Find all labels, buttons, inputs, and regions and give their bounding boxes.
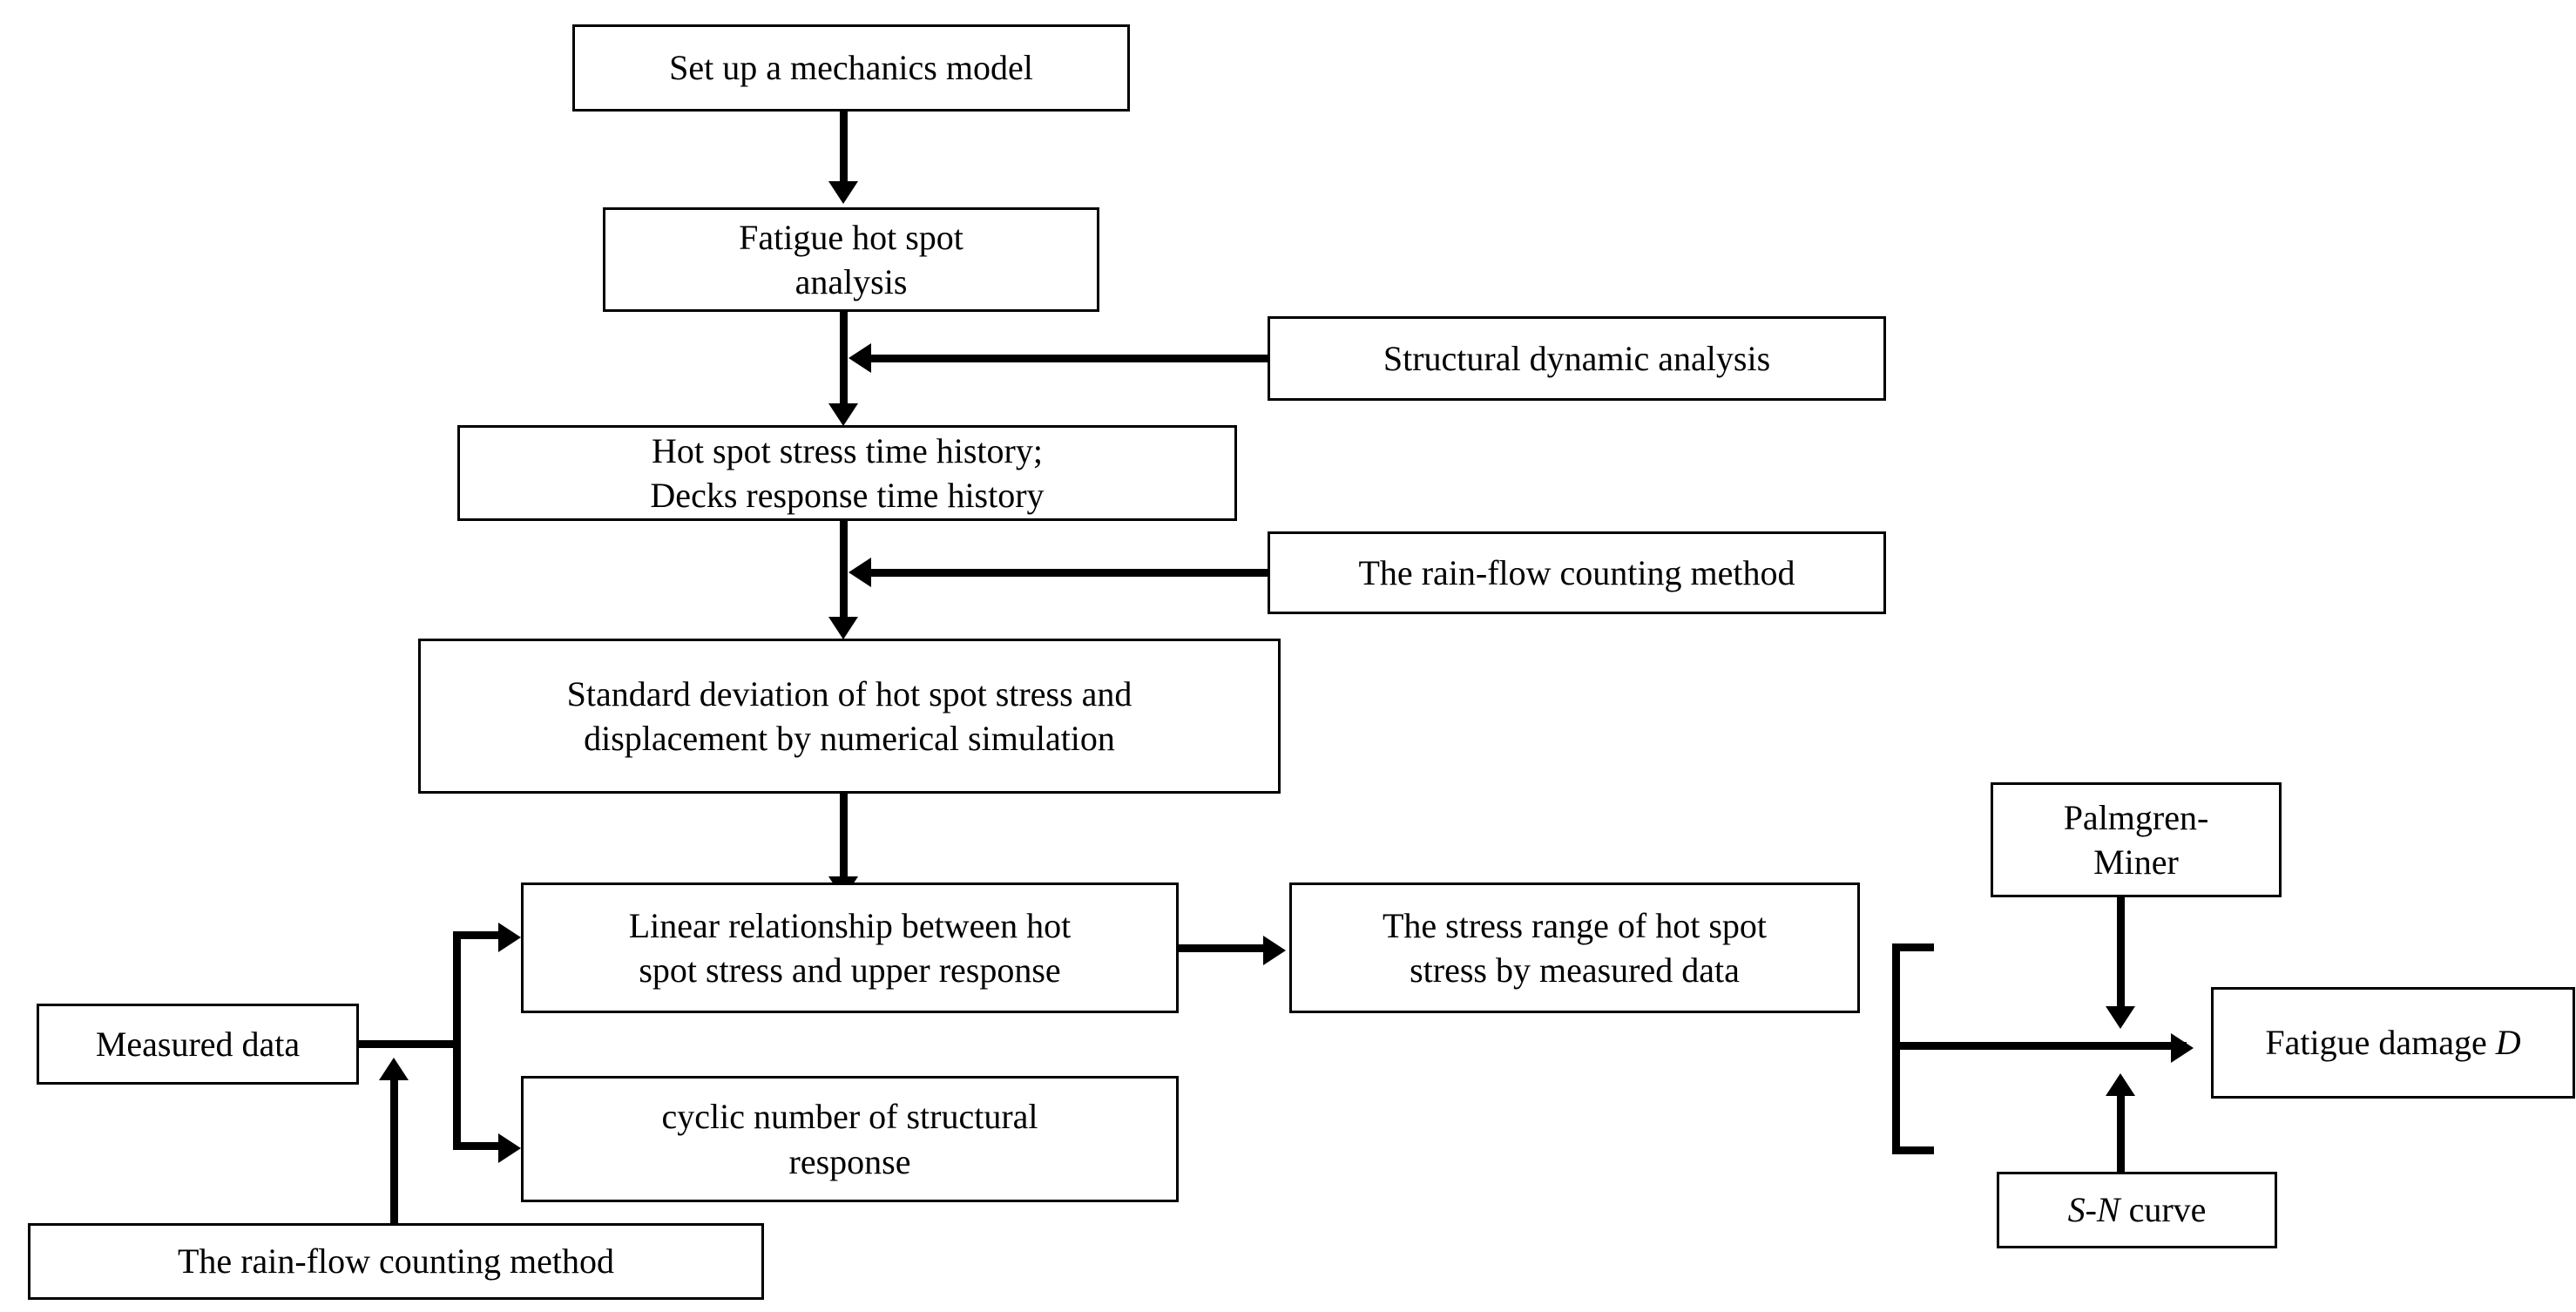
node-linear-label-line2: spot stress and upper response <box>639 950 1061 990</box>
edge-timehistory-to-stddev-line <box>840 521 848 626</box>
edge-merge-bracket-top <box>1892 943 1934 951</box>
node-rainflow-upper-label: The rain-flow counting method <box>1358 552 1795 592</box>
node-stddev-label-line2: displacement by numerical simulation <box>584 719 1115 758</box>
edge-measured-to-cyclic-line <box>453 1142 501 1150</box>
node-rainflow-lower-label: The rain-flow counting method <box>178 1241 614 1282</box>
edge-measured-bracket-vertical <box>453 931 461 1149</box>
node-stddev-label-line1: Standard deviation of hot spot stress an… <box>566 673 1132 713</box>
edge-measured-to-linear-arrowhead <box>498 923 521 952</box>
edge-sncurve-to-damage-arrowhead <box>2106 1073 2135 1096</box>
node-linear-label-line1: Linear relationship between hot <box>628 905 1072 945</box>
edge-merge-to-damage-line <box>1892 1042 2187 1050</box>
edge-merge-to-damage-arrowhead <box>2171 1033 2194 1063</box>
edge-structdyn-to-spine-arrowhead <box>849 343 871 373</box>
node-stress-range-hot-spot-stress[interactable]: The stress range of hot spot stress by m… <box>1289 883 1860 1013</box>
edge-setup-to-hotspot-arrowhead <box>828 181 858 204</box>
edge-palmgren-to-damage-line <box>2117 897 2125 1011</box>
node-fatigue-damage-italic-part: D <box>2495 1023 2521 1063</box>
edge-hotspot-to-timehistory-arrowhead <box>828 403 858 426</box>
node-sn-curve[interactable]: S-N curve <box>1997 1172 2277 1248</box>
node-palmgren-label-line2: Miner <box>2093 842 2179 882</box>
node-standard-deviation-hot-spot-stress[interactable]: Standard deviation of hot spot stress an… <box>418 639 1281 794</box>
node-setup-label: Set up a mechanics model <box>669 48 1033 88</box>
node-cyclic-label-line1: cyclic number of structural <box>661 1097 1038 1137</box>
node-measured-data[interactable]: Measured data <box>37 1004 359 1085</box>
edge-rainflow-upper-to-spine-arrowhead <box>849 558 871 587</box>
edge-timehistory-to-stddev-arrowhead <box>828 617 858 639</box>
edge-rainflow-lower-to-measured-arrowhead <box>379 1058 409 1080</box>
node-fatigue-hot-spot-analysis[interactable]: Fatigue hot spot analysis <box>603 207 1099 312</box>
edge-linear-to-stressrange-arrowhead <box>1263 936 1286 965</box>
node-cyclic-number-structural-response[interactable]: cyclic number of structural response <box>521 1076 1179 1202</box>
edge-rainflow-lower-to-measured-line <box>390 1080 398 1224</box>
node-rain-flow-counting-method-lower[interactable]: The rain-flow counting method <box>28 1223 764 1300</box>
edge-stddev-to-linear-line <box>840 794 848 885</box>
node-measured-data-label: Measured data <box>95 1024 301 1064</box>
node-linear-relationship-hot-spot-stress[interactable]: Linear relationship between hot spot str… <box>521 883 1179 1013</box>
edge-sncurve-to-damage-line <box>2117 1096 2125 1174</box>
node-rain-flow-counting-method-upper[interactable]: The rain-flow counting method <box>1268 531 1886 614</box>
node-stressrange-label-line1: The stress range of hot spot <box>1382 905 1767 945</box>
node-hotspot-label-line1: Fatigue hot spot <box>739 217 963 257</box>
node-timehistory-label-line1: Hot spot stress time history; <box>652 430 1043 470</box>
node-structural-dynamic-analysis[interactable]: Structural dynamic analysis <box>1268 316 1886 401</box>
node-sn-curve-plain-part: curve <box>2120 1190 2207 1230</box>
edge-measured-to-linear-line <box>453 931 501 939</box>
edge-hotspot-to-timehistory-line <box>840 312 848 412</box>
node-sn-curve-italic-part: S-N <box>2067 1190 2120 1230</box>
node-structdyn-label: Structural dynamic analysis <box>1383 338 1771 378</box>
edge-structdyn-to-spine-line <box>871 355 1268 362</box>
node-sn-curve-label: S-N curve <box>2008 1187 2266 1232</box>
edge-merge-bracket-bottom <box>1892 1146 1934 1154</box>
edge-palmgren-to-damage-arrowhead <box>2106 1006 2135 1029</box>
node-fatigue-damage-plain-part: Fatigue damage <box>2265 1023 2496 1063</box>
node-palmgren-miner[interactable]: Palmgren- Miner <box>1991 782 2282 897</box>
node-hot-spot-stress-time-history[interactable]: Hot spot stress time history; Decks resp… <box>457 425 1237 521</box>
edge-measured-to-cyclic-arrowhead <box>498 1133 521 1163</box>
node-fatigue-damage[interactable]: Fatigue damage D <box>2211 987 2575 1099</box>
node-timehistory-label-line2: Decks response time history <box>650 476 1045 515</box>
node-cyclic-label-line2: response <box>788 1141 911 1181</box>
edge-linear-to-stressrange-line <box>1179 944 1266 952</box>
edge-setup-to-hotspot-line <box>840 112 848 190</box>
node-palmgren-label-line1: Palmgren- <box>2063 797 2209 837</box>
node-setup-mechanics-model[interactable]: Set up a mechanics model <box>572 24 1130 112</box>
edge-measured-stem <box>359 1040 459 1048</box>
edge-rainflow-upper-to-spine-line <box>871 569 1268 577</box>
node-stressrange-label-line2: stress by measured data <box>1410 950 1740 990</box>
node-hotspot-label-line2: analysis <box>794 262 908 301</box>
node-fatigue-damage-label: Fatigue damage D <box>2222 1020 2564 1065</box>
